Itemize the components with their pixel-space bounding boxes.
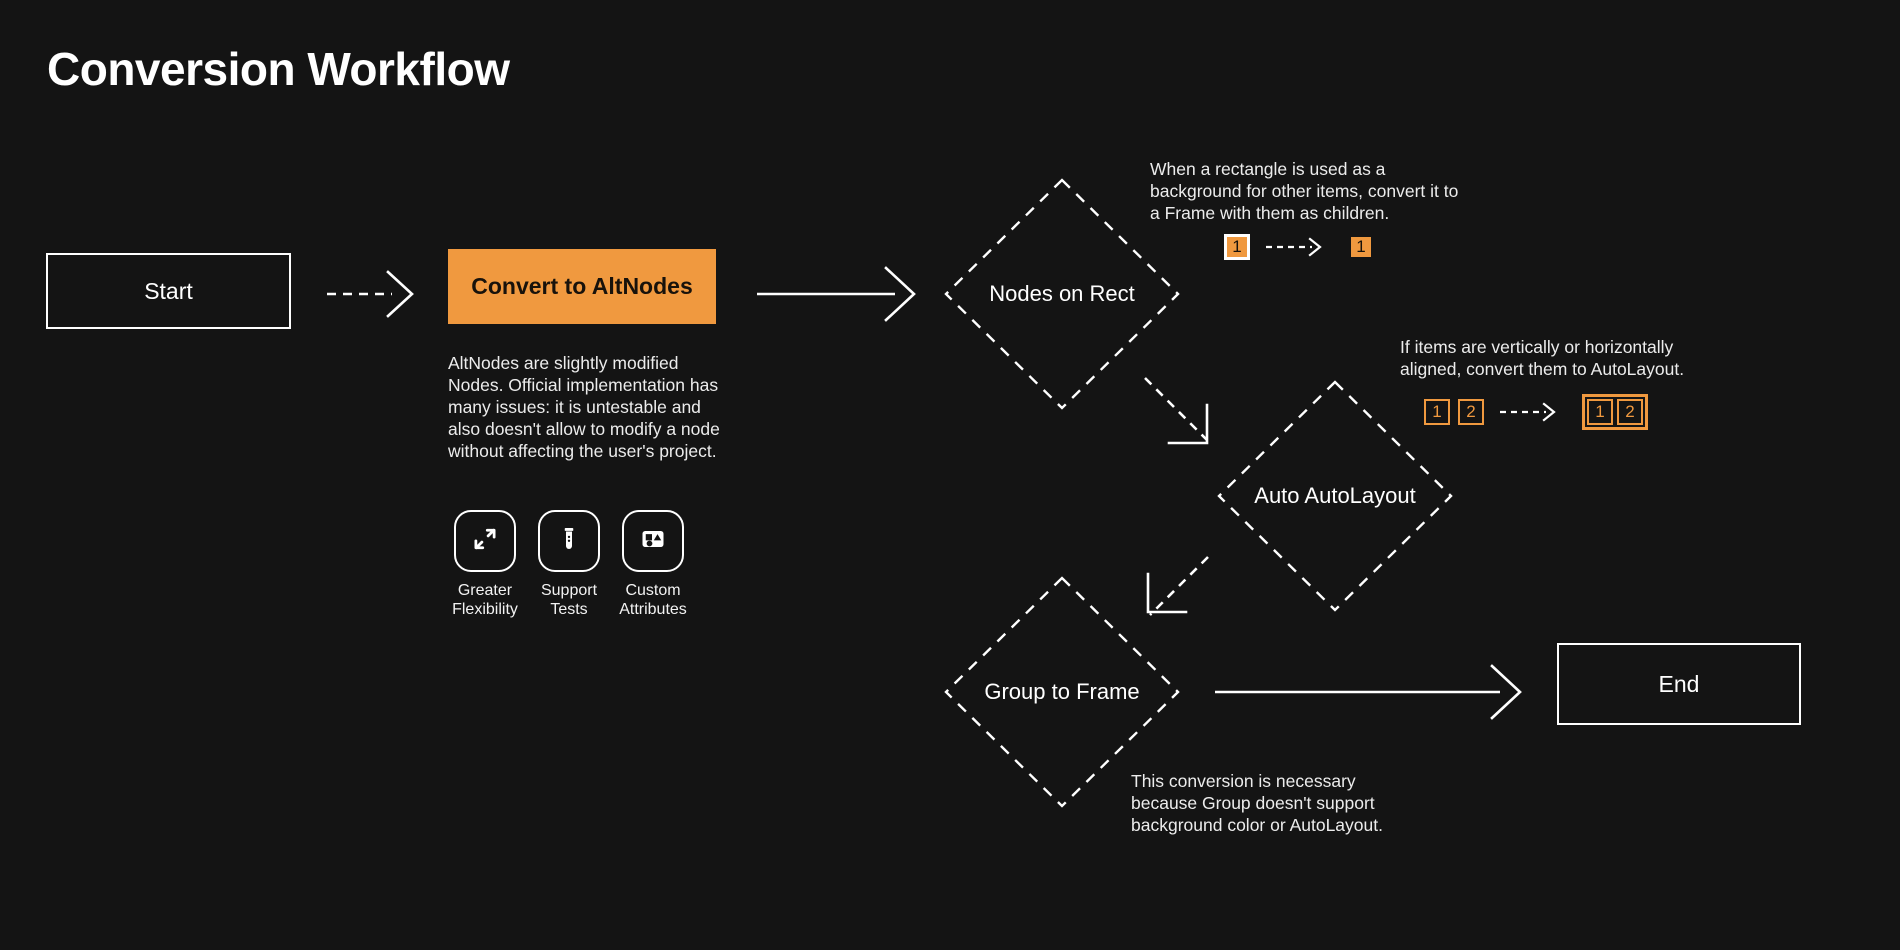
- node-nodes-on-rect[interactable]: Nodes on Rect: [944, 178, 1180, 410]
- feature-custom-attributes[interactable]: Custom Attributes: [619, 510, 687, 619]
- feature-label: Custom Attributes: [619, 581, 687, 619]
- node-end[interactable]: End: [1557, 643, 1801, 725]
- node-group-to-frame[interactable]: Group to Frame: [944, 576, 1180, 808]
- edge-convert-to-nodesonrect: [757, 266, 916, 322]
- badge-group-after: 1 2: [1582, 394, 1648, 430]
- node-start[interactable]: Start: [46, 253, 291, 329]
- badge-demo-rect-to-frame: 1 1: [1224, 234, 1374, 260]
- badge-before-1: 1: [1424, 399, 1450, 425]
- feature-label-line1: Custom: [625, 582, 681, 599]
- test-tube-icon: [554, 524, 584, 559]
- feature-tile[interactable]: [538, 510, 600, 572]
- edge-grouptoframe-to-end: [1215, 664, 1522, 720]
- badge-before-1: 1: [1224, 234, 1250, 260]
- badge-after-1: 1: [1587, 399, 1613, 425]
- node-group-to-frame-label: Group to Frame: [984, 679, 1140, 704]
- badge-before-2: 2: [1458, 399, 1484, 425]
- badge-after-1: 1: [1348, 234, 1374, 260]
- annotation-group-to-frame: This conversion is necessary because Gro…: [1131, 771, 1383, 835]
- feature-list: Greater Flexibility Support Tests: [452, 510, 687, 619]
- node-start-label: Start: [144, 277, 193, 304]
- edge-start-to-convert: [327, 270, 414, 318]
- feature-tile[interactable]: [622, 510, 684, 572]
- node-convert-label: Convert to AltNodes: [471, 273, 693, 299]
- feature-support-tests[interactable]: Support Tests: [536, 510, 602, 619]
- feature-label: Greater Flexibility: [452, 581, 518, 619]
- feature-label-line2: Flexibility: [452, 601, 518, 618]
- feature-label-line1: Greater: [457, 582, 513, 599]
- node-auto-autolayout[interactable]: Auto AutoLayout: [1217, 380, 1453, 612]
- node-convert-to-altnodes[interactable]: Convert to AltNodes: [448, 249, 716, 324]
- annotation-align-to-autolayout: If items are vertically or horizontally …: [1400, 337, 1685, 379]
- page-title: Conversion Workflow: [47, 43, 510, 95]
- feature-label-line2: Attributes: [619, 601, 687, 618]
- node-end-label: End: [1658, 670, 1700, 697]
- badge-group-before: 1 2: [1424, 399, 1484, 425]
- expand-arrows-icon: [470, 524, 500, 559]
- dashed-mini-arrow-icon: [1500, 402, 1556, 422]
- shapes-icon: [638, 524, 668, 559]
- feature-greater-flexibility[interactable]: Greater Flexibility: [452, 510, 518, 619]
- convert-note-text: AltNodes are slightly modified Nodes. Of…: [448, 353, 720, 461]
- badge-demo-align-to-autolayout: 1 2 1 2: [1424, 394, 1648, 430]
- badge-after-2: 2: [1617, 399, 1643, 425]
- annotation-rect-to-frame: When a rectangle is used as a background…: [1150, 159, 1459, 223]
- node-auto-autolayout-label: Auto AutoLayout: [1254, 483, 1416, 508]
- node-nodes-on-rect-label: Nodes on Rect: [989, 281, 1135, 306]
- feature-label: Support Tests: [541, 581, 597, 619]
- feature-label-line2: Tests: [550, 601, 588, 618]
- feature-label-line1: Support: [540, 582, 598, 599]
- feature-tile[interactable]: [454, 510, 516, 572]
- dashed-mini-arrow-icon: [1266, 237, 1322, 257]
